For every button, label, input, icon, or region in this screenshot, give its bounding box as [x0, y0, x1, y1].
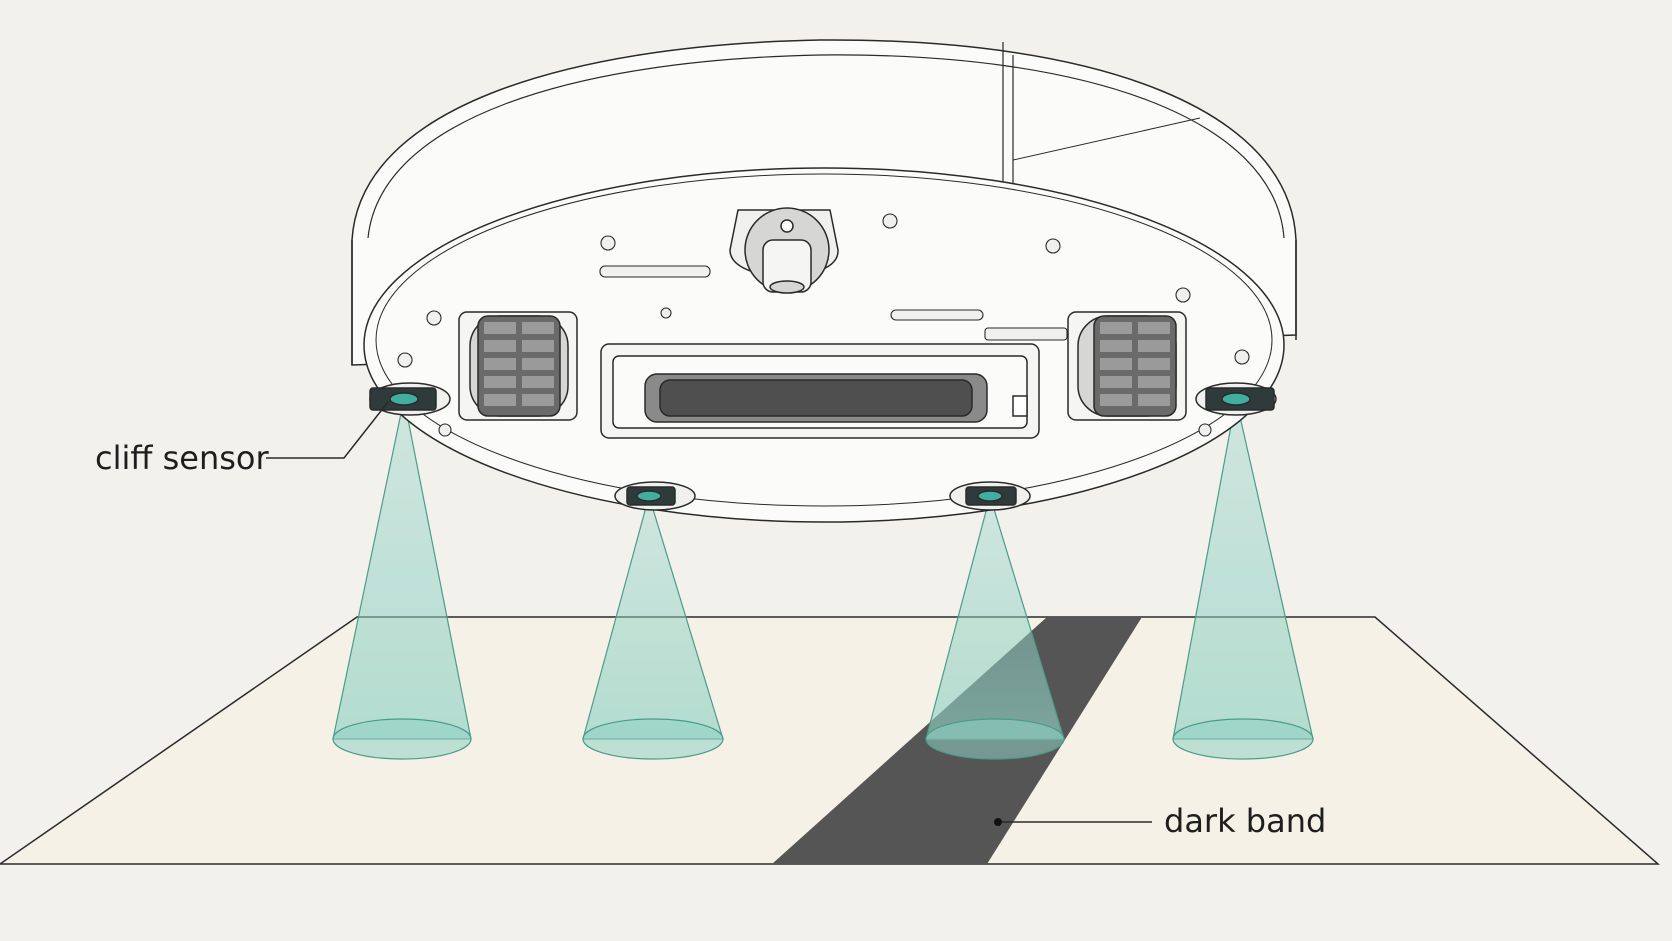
drive-wheel-icon — [458, 311, 578, 421]
cliff-sensor-label: cliff sensor — [95, 439, 269, 477]
drive-wheel-icon — [1067, 311, 1187, 421]
dark-band-label: dark band — [1164, 802, 1327, 840]
bottom-plate-details — [397, 213, 1250, 437]
cliff-sensor-icon — [1195, 382, 1277, 416]
cliff-sensor-leader — [266, 401, 389, 459]
dark-band-leader-dot — [994, 818, 1002, 826]
sensor-beam-4 — [1172, 398, 1314, 760]
sensor-beam-1 — [332, 398, 472, 760]
caster-wheel-icon — [729, 207, 839, 294]
sensor-beam-2 — [582, 493, 724, 760]
cliff-sensor-icon — [614, 481, 696, 511]
sensor-beams — [332, 398, 1314, 760]
robot-vacuum — [351, 39, 1297, 523]
main-brush-icon — [600, 343, 1040, 439]
cliff-sensor-icon — [949, 481, 1031, 511]
sensor-beam-3 — [925, 493, 1065, 760]
